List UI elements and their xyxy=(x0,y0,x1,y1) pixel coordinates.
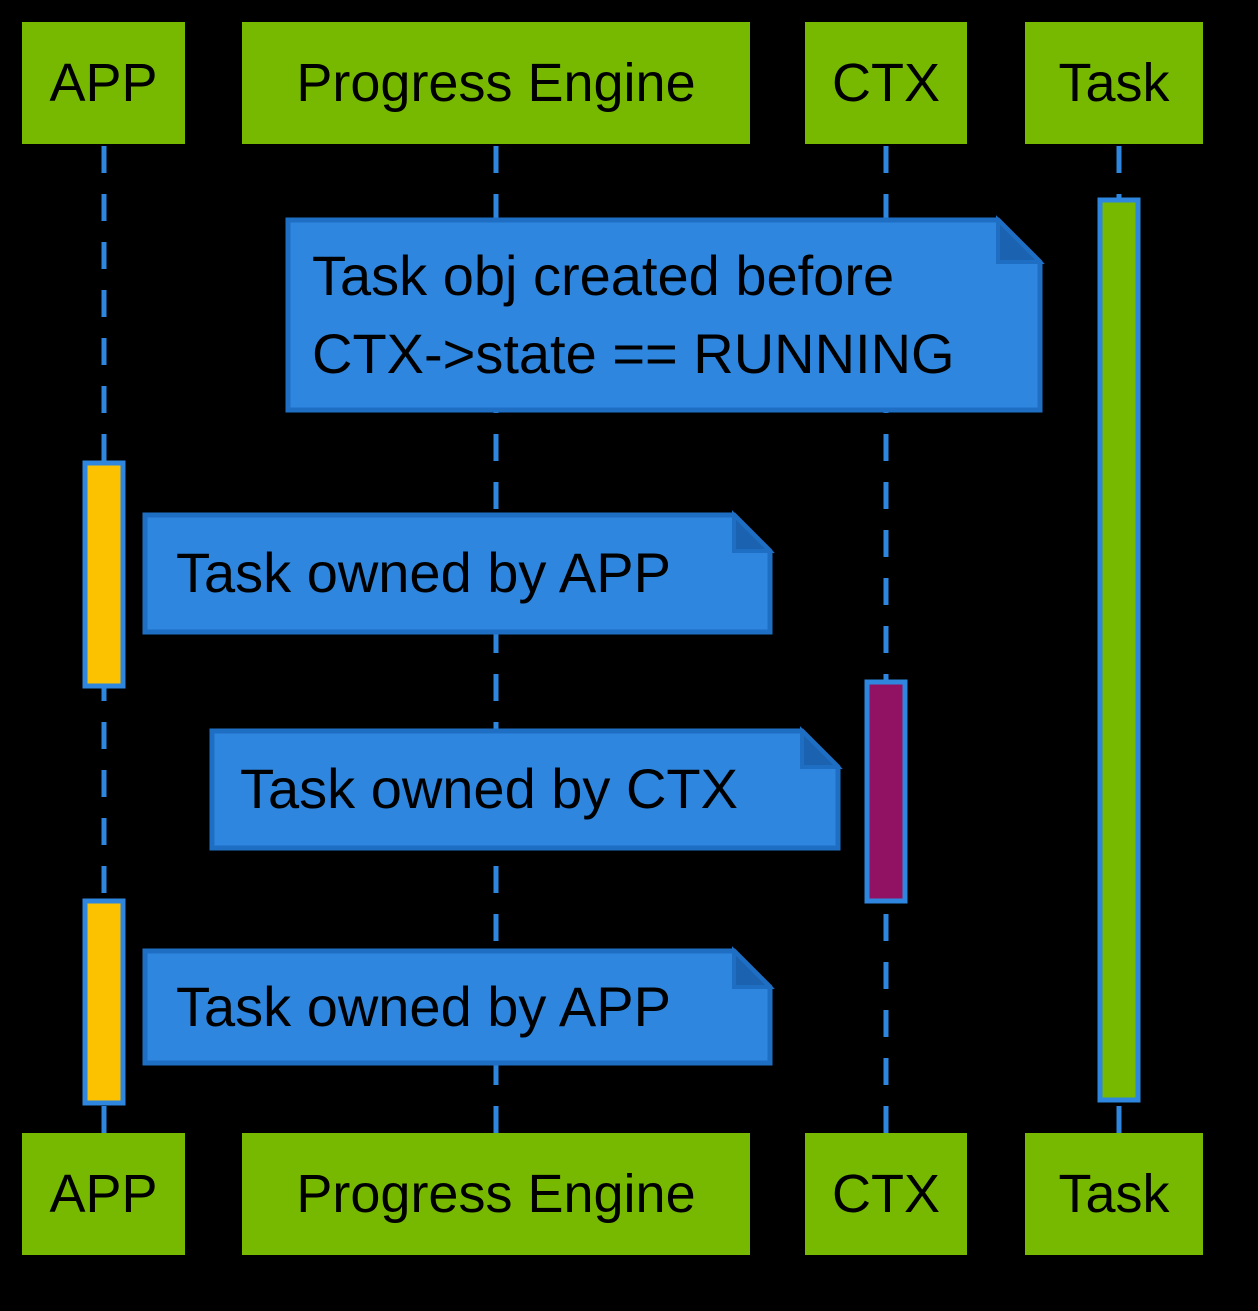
note-1 xyxy=(285,215,1045,413)
note-1-body xyxy=(285,217,1043,413)
note-fold-icon xyxy=(732,946,775,989)
participant-task-top: Task xyxy=(1025,22,1203,144)
activation-bar-app-2 xyxy=(82,898,126,1106)
note-fold-icon xyxy=(800,726,843,769)
participant-task-bottom: Task xyxy=(1025,1133,1203,1255)
note-3 xyxy=(209,726,843,851)
note-fold-icon xyxy=(732,510,775,553)
participant-progress-engine-bottom: Progress Engine xyxy=(242,1133,750,1255)
note-2-body xyxy=(142,512,773,635)
activation-bar-app-1 xyxy=(82,460,126,689)
activation-bar-ctx xyxy=(864,679,908,904)
participant-app-bottom: APP xyxy=(22,1133,185,1255)
activation-bar-task xyxy=(1097,197,1141,1103)
participant-app-top: APP xyxy=(22,22,185,144)
participant-progress-engine-top: Progress Engine xyxy=(242,22,750,144)
note-2 xyxy=(142,510,775,635)
note-fold-icon xyxy=(996,215,1045,264)
note-4 xyxy=(142,946,775,1066)
participant-ctx-bottom: CTX xyxy=(805,1133,967,1255)
participant-ctx-top: CTX xyxy=(805,22,967,144)
note-4-body xyxy=(142,948,773,1066)
note-3-body xyxy=(209,728,841,851)
